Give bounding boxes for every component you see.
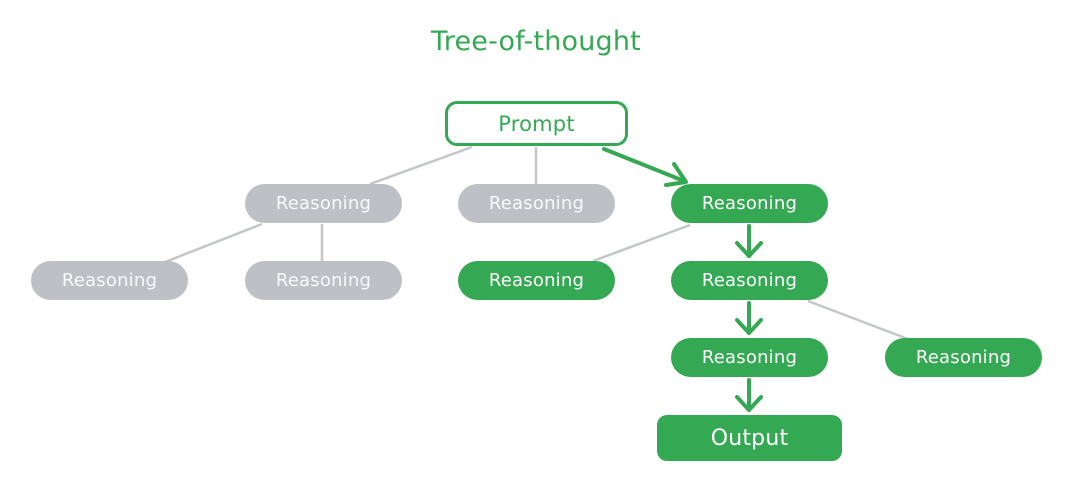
reasoning-node-r2-a: Reasoning: [31, 261, 188, 300]
reasoning-label: Reasoning: [488, 193, 585, 214]
reasoning-label: Reasoning: [915, 347, 1012, 368]
arrow-prompt-to-r1-right: [602, 147, 688, 187]
reasoning-node-r1-left: Reasoning: [245, 184, 402, 223]
reasoning-node-r1-mid: Reasoning: [458, 184, 615, 223]
edge-r1-right-to-r2-c: [592, 223, 691, 263]
reasoning-label: Reasoning: [275, 193, 372, 214]
prompt-label: Prompt: [498, 111, 575, 136]
reasoning-node-r3-b: Reasoning: [885, 338, 1042, 377]
edge-r2-d-to-r3-b: [807, 299, 909, 341]
arrow-r1-right-to-r2-d: [735, 224, 763, 258]
reasoning-label: Reasoning: [701, 193, 798, 214]
reasoning-node-r1-right: Reasoning: [671, 184, 828, 223]
edge-r1-left-to-r2-a: [164, 222, 263, 264]
arrow-r2-d-to-r3-a: [735, 301, 763, 335]
reasoning-node-r3-a: Reasoning: [671, 338, 828, 377]
reasoning-label: Reasoning: [61, 270, 158, 291]
output-node: Output: [657, 415, 842, 461]
output-label: Output: [710, 425, 789, 451]
arrow-r3-a-to-output: [735, 378, 763, 412]
reasoning-node-r2-c: Reasoning: [458, 261, 615, 300]
reasoning-node-r2-b: Reasoning: [245, 261, 402, 300]
prompt-node: Prompt: [445, 101, 628, 146]
edge-prompt-to-r1-left: [369, 145, 473, 186]
reasoning-label: Reasoning: [701, 347, 798, 368]
reasoning-label: Reasoning: [275, 270, 372, 291]
reasoning-label: Reasoning: [701, 270, 798, 291]
reasoning-label: Reasoning: [488, 270, 585, 291]
diagram-title: Tree-of-thought: [431, 26, 641, 57]
reasoning-node-r2-d: Reasoning: [671, 261, 828, 300]
